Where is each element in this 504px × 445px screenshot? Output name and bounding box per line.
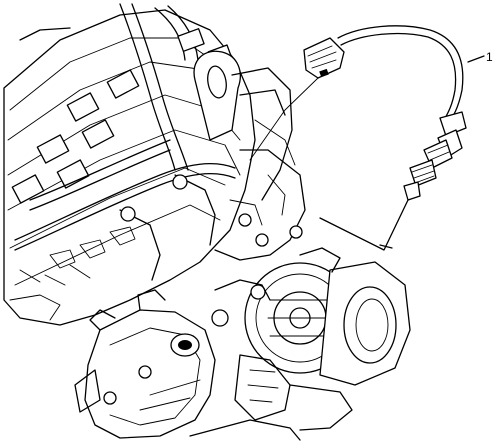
power-steering-pump <box>211 247 411 431</box>
cylinder-head-right <box>119 149 306 281</box>
callout-label-1: 1 <box>486 50 493 64</box>
heated-oxygen-sensor <box>249 25 467 251</box>
exhaust-manifold <box>74 289 301 441</box>
lifting-bracket <box>193 50 296 201</box>
callout-leader-line <box>467 55 485 63</box>
